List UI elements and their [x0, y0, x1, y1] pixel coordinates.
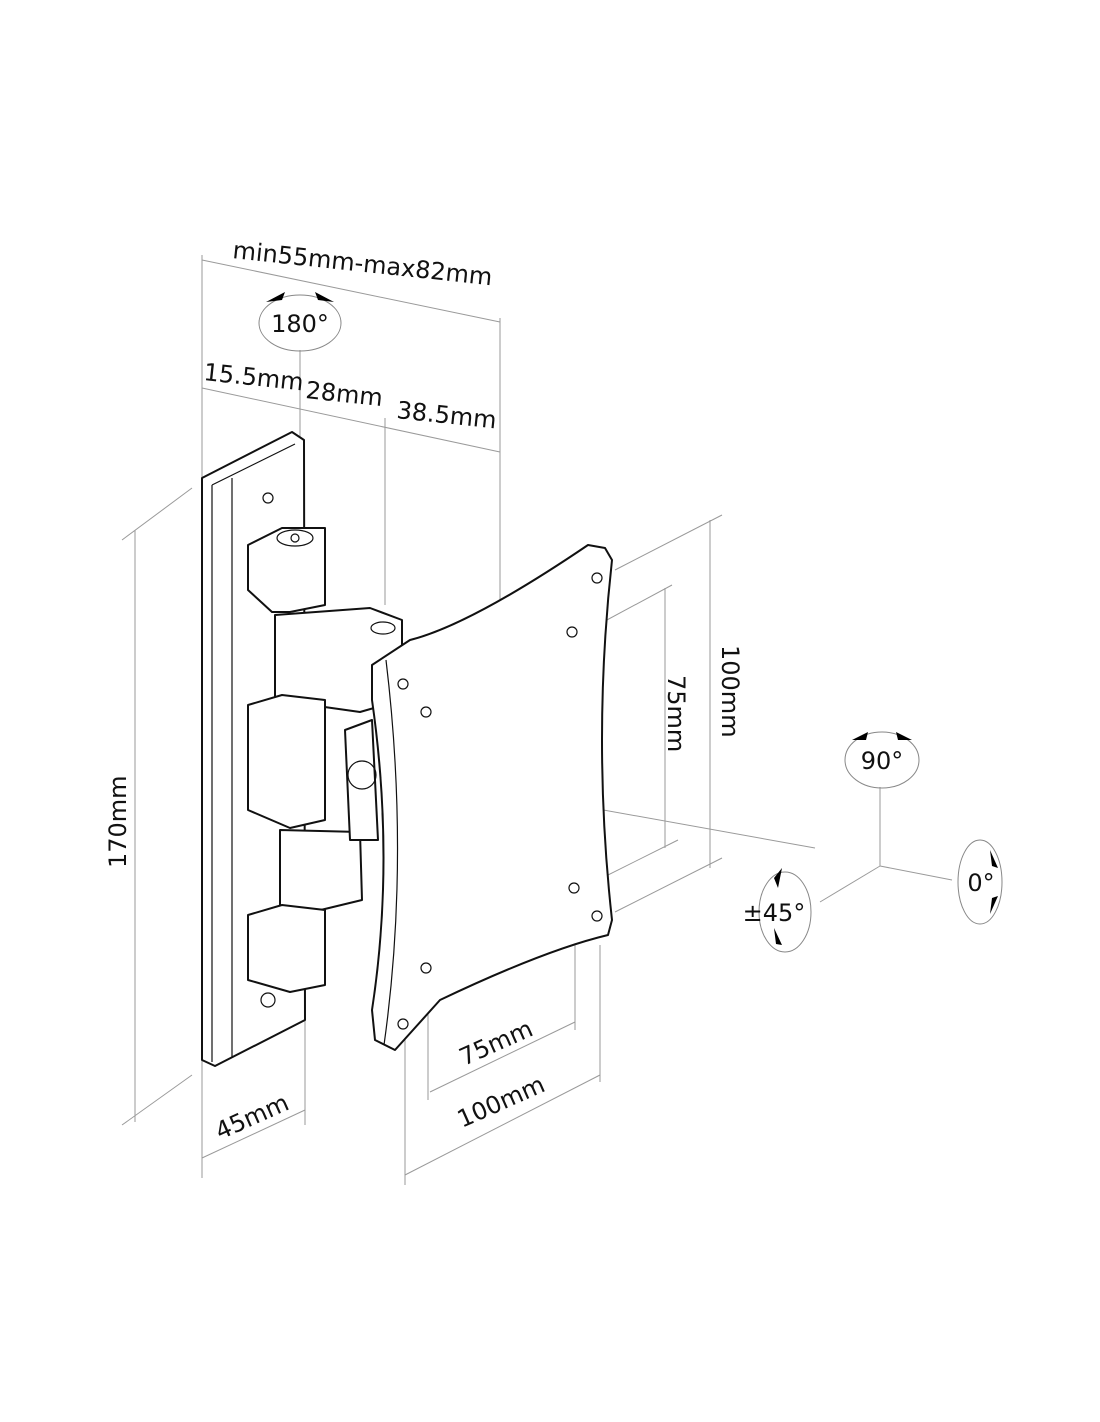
swivel-label: 180° [271, 310, 329, 338]
vesa-v-inner-label: 75mm [662, 675, 690, 752]
tilt-indicator [844, 731, 920, 789]
vesa-h-outer-label: 100mm [453, 1070, 549, 1133]
vesa-v-outer-label: 100mm [716, 645, 744, 738]
tilt-pm-label: ±45° [743, 899, 806, 927]
rotate-indicator [957, 839, 1003, 925]
rotate-label: 0° [967, 869, 994, 897]
dimension-lines [121, 255, 953, 1185]
swivel-indicator [258, 292, 342, 352]
vesa-plate [371, 544, 613, 1051]
plate-width-label: 45mm [211, 1088, 293, 1145]
seg2-label: 28mm [304, 376, 384, 412]
hinge-arm [247, 527, 403, 993]
tilt-pm-indicator [758, 868, 812, 953]
depth-range-label: min55mm-max82mm [231, 236, 493, 291]
seg3-label: 38.5mm [395, 396, 498, 434]
seg1-label: 15.5mm [202, 358, 305, 396]
height-label: 170mm [104, 775, 132, 868]
tilt-label: 90° [861, 747, 904, 775]
vesa-h-inner-label: 75mm [455, 1014, 537, 1071]
